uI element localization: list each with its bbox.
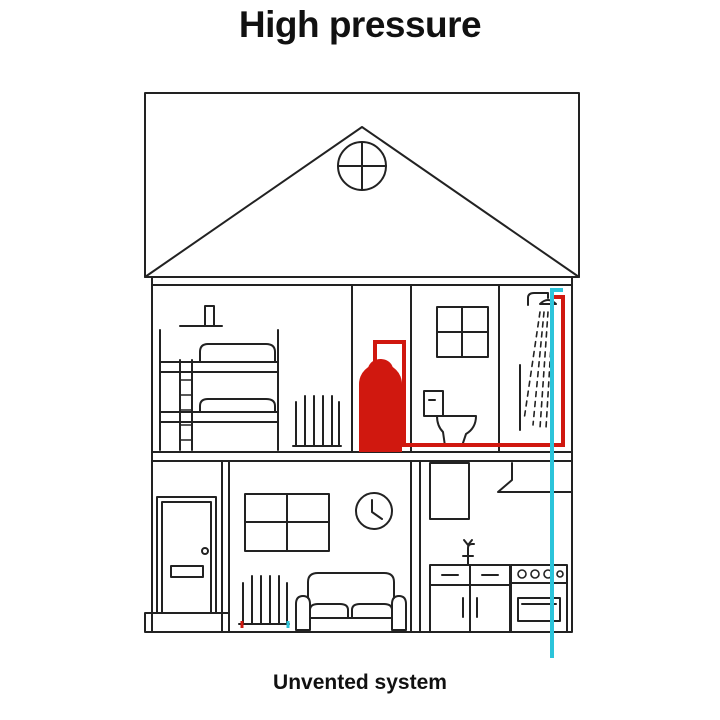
mains-cold-water-pipe (550, 288, 563, 658)
clock-icon (355, 492, 393, 530)
door-step (144, 612, 230, 633)
house-walls (144, 284, 573, 633)
radiator-icon (292, 395, 342, 447)
roof-gable (144, 126, 580, 278)
toilet-icon (423, 390, 477, 447)
kitchen-tap-icon (462, 539, 475, 566)
cooker-icon (510, 564, 568, 633)
hot-water-cylinder-icon (359, 359, 402, 452)
page-title: High pressure (238, 4, 482, 45)
cooker-hood (497, 462, 573, 493)
wall-shelf (179, 305, 223, 327)
sofa-icon (295, 572, 407, 631)
kitchen-cabinet (429, 462, 470, 520)
kitchen-units (429, 564, 511, 633)
system-caption: Unvented system (273, 671, 447, 694)
bathroom-window-icon (436, 306, 489, 358)
hot-water-pipe (373, 295, 565, 447)
front-door-icon (156, 496, 217, 614)
bunk-bed-icon (159, 329, 279, 451)
roof (144, 92, 580, 286)
radiator-icon (238, 575, 290, 628)
attic-window-icon (337, 141, 387, 191)
living-window-icon (244, 493, 330, 552)
